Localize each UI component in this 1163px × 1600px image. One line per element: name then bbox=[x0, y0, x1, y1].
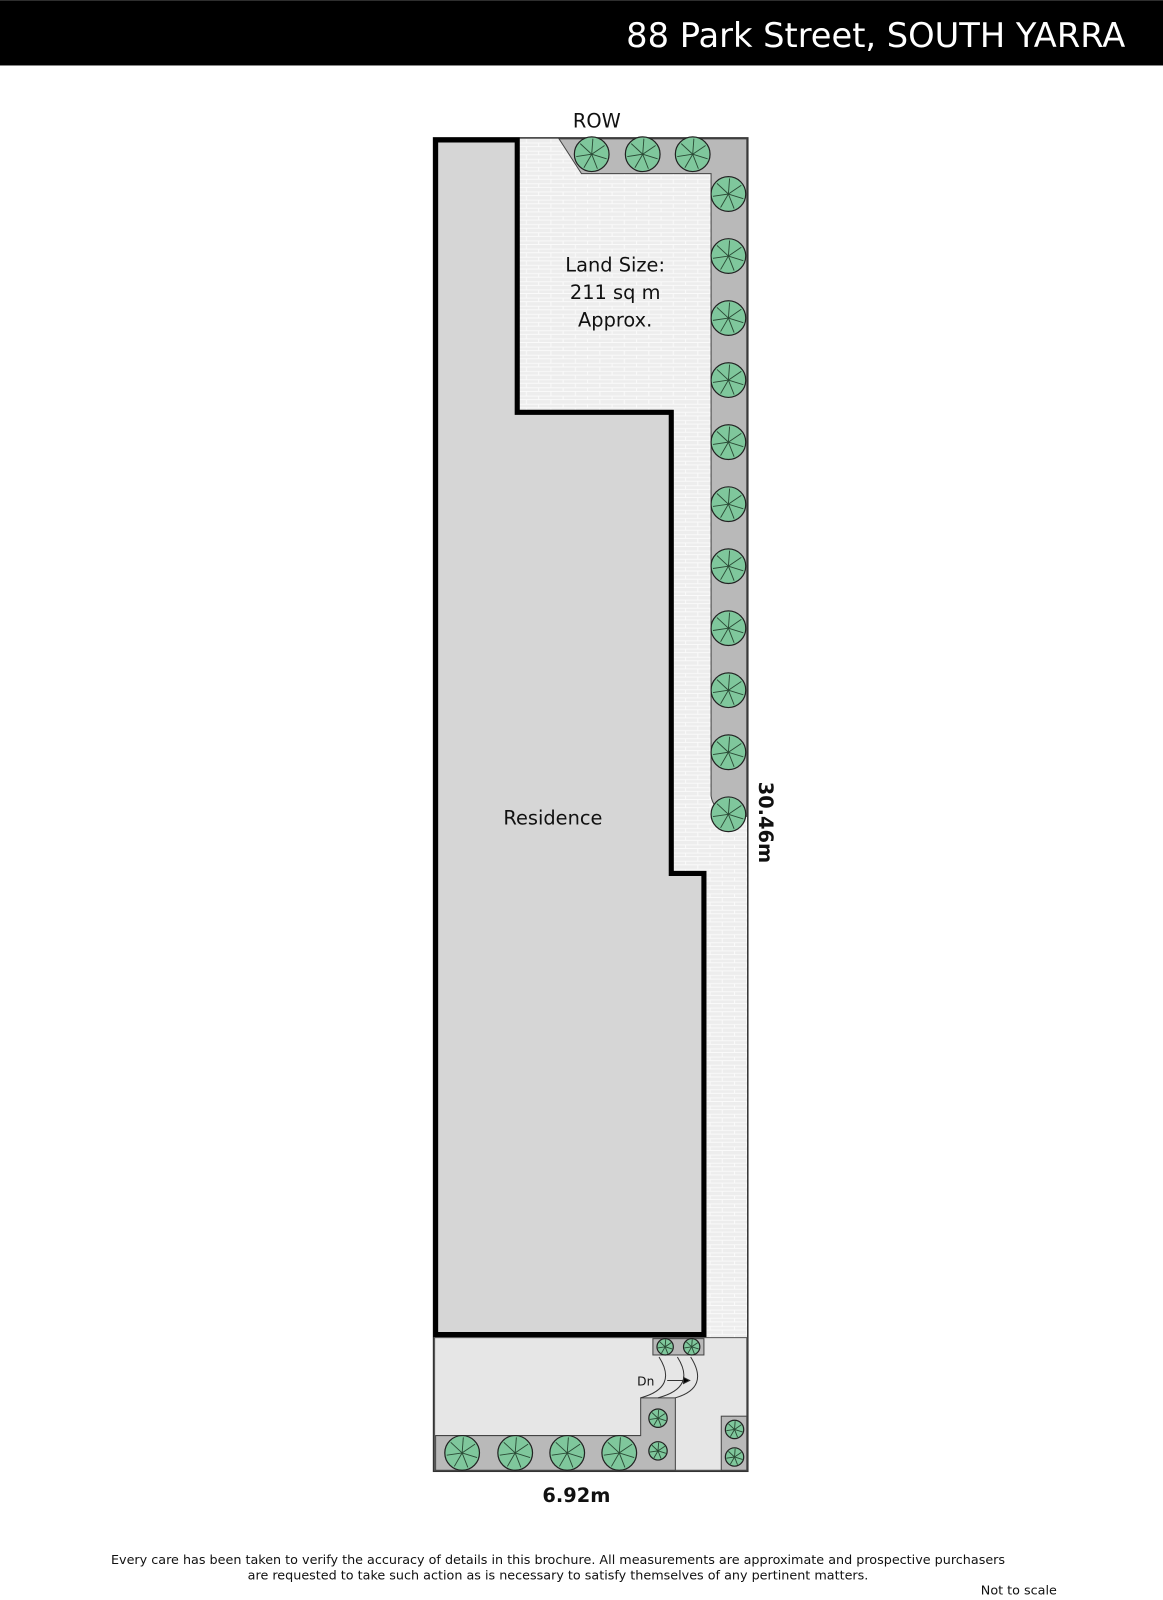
tree-icon bbox=[710, 548, 747, 585]
tree-icon bbox=[710, 672, 747, 709]
tree-icon bbox=[573, 136, 610, 173]
tree-icon bbox=[656, 1338, 674, 1356]
tree-icon bbox=[624, 136, 661, 173]
tree-icon bbox=[710, 734, 747, 771]
tree-icon bbox=[710, 610, 747, 647]
tree-icon bbox=[710, 486, 747, 523]
front-dimension: 6.92m bbox=[542, 1484, 610, 1507]
tree-icon bbox=[444, 1434, 481, 1471]
tree-icon bbox=[497, 1434, 534, 1471]
row-label: ROW bbox=[573, 110, 621, 133]
tree-icon bbox=[724, 1447, 745, 1467]
tree-icon bbox=[549, 1434, 586, 1471]
tree-icon bbox=[710, 362, 747, 399]
tree-icon bbox=[710, 796, 747, 833]
disclaimer-line-1: Every care has been taken to verify the … bbox=[111, 1553, 1005, 1568]
residence-footprint bbox=[433, 137, 707, 1338]
land-size-label: Land Size: bbox=[565, 254, 665, 277]
tree-icon bbox=[724, 1419, 745, 1440]
tree-icon bbox=[710, 176, 747, 212]
disclaimer-line-2: are requested to take such action as is … bbox=[248, 1568, 869, 1583]
tree-icon bbox=[601, 1434, 638, 1471]
stairs-down-label: Dn bbox=[637, 1375, 654, 1389]
stairs bbox=[640, 1356, 699, 1399]
scale-note: Not to scale bbox=[981, 1584, 1057, 1599]
land-size-value: 211 sq m bbox=[570, 281, 661, 304]
tree-icon bbox=[710, 300, 747, 337]
tree-icon bbox=[674, 136, 711, 173]
residence-label: Residence bbox=[503, 806, 602, 829]
tree-icon bbox=[648, 1408, 668, 1429]
tree-icon bbox=[710, 238, 747, 274]
header-bar bbox=[0, 0, 1163, 66]
tree-icon bbox=[682, 1338, 701, 1356]
land-size-approx: Approx. bbox=[578, 309, 652, 332]
property-address: 88 Park Street, SOUTH YARRA bbox=[626, 16, 1125, 55]
side-dimension: 30.46m bbox=[754, 782, 777, 863]
tree-icon bbox=[710, 424, 747, 461]
tree-icon bbox=[648, 1441, 668, 1461]
